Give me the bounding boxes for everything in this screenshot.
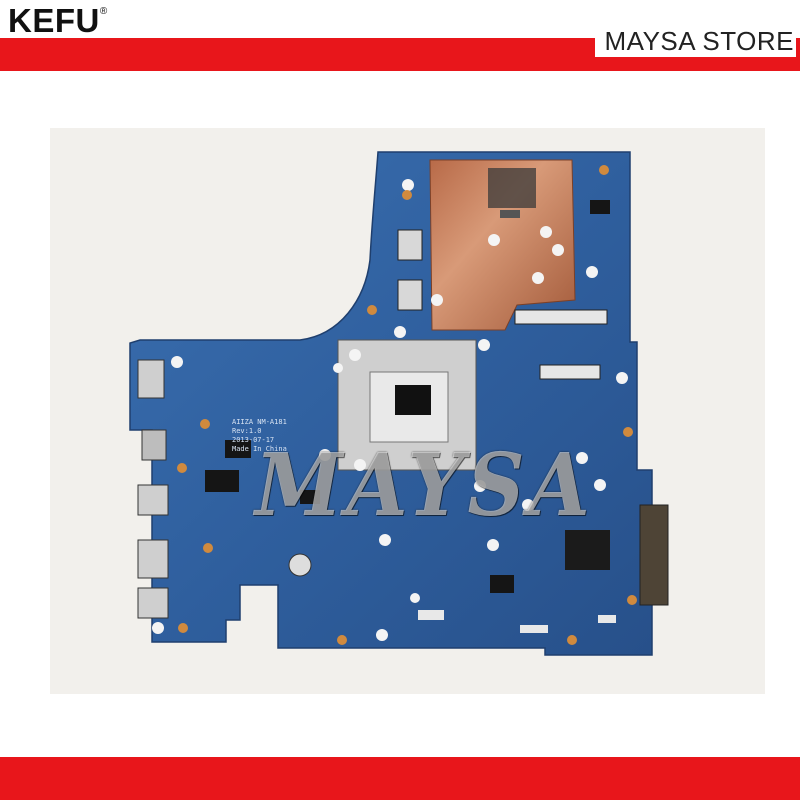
silkscreen-origin: Made In China	[232, 445, 287, 453]
io-port	[141, 429, 167, 461]
silkscreen-model: AIIZA NM-A181	[232, 418, 287, 426]
bottom-banner	[0, 757, 800, 800]
brand-logo: KEFU®	[8, 2, 108, 40]
io-port	[137, 484, 169, 516]
io-port	[137, 359, 165, 399]
silkscreen-date: 2013-07-17	[232, 436, 275, 444]
copper-heatsink	[429, 159, 576, 331]
brand-name: KEFU	[8, 2, 100, 39]
registered-mark: ®	[99, 6, 108, 17]
store-watermark: MAYSA	[255, 435, 594, 536]
silkscreen-rev: Rev:1.0	[232, 427, 262, 435]
io-port	[137, 587, 169, 619]
board-silkscreen: AIIZA NM-A181 Rev:1.0 2013-07-17 Made In…	[232, 418, 287, 454]
io-port	[137, 539, 169, 579]
store-name: MAYSA STORE	[594, 24, 796, 57]
chipset	[565, 530, 610, 570]
